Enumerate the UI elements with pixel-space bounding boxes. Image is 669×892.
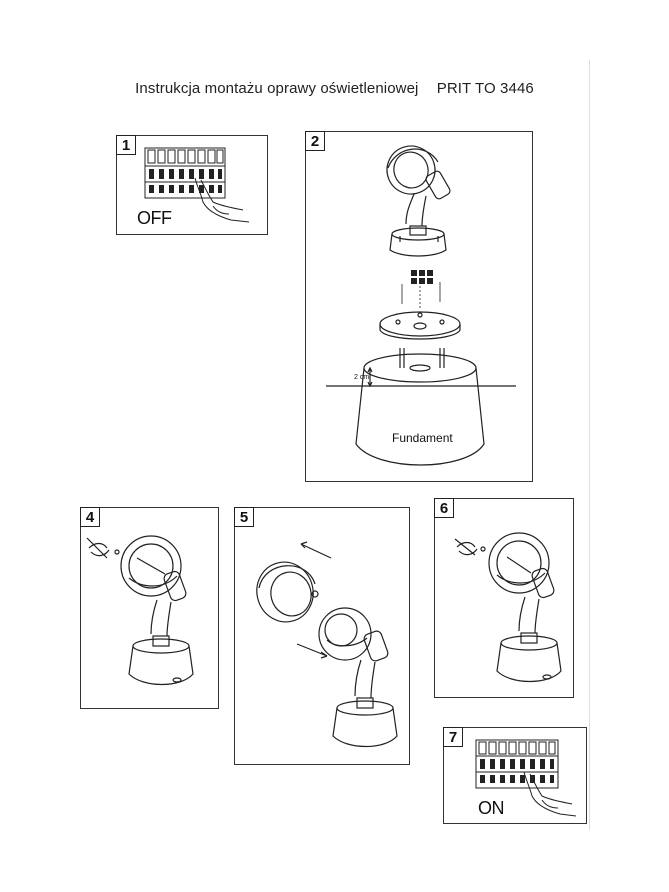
dimension-label: 2 cm	[354, 374, 370, 381]
screwdriver-icon	[86, 537, 120, 559]
terminal-block-icon	[411, 270, 433, 284]
title-text: Instrukcja montażu oprawy oświetleniowej	[135, 80, 419, 97]
foundation-icon	[326, 353, 516, 466]
step-number-1: 1	[116, 135, 136, 155]
panel-step-4: 4	[80, 507, 219, 709]
step-number-7: 7	[443, 727, 463, 747]
arrow-icon	[296, 643, 328, 659]
step-number-6: 6	[434, 498, 454, 518]
arrow-icon	[300, 541, 332, 559]
hand-icon	[194, 177, 250, 223]
off-label: OFF	[137, 208, 172, 228]
page-title: Instrukcja montażu oprawy oświetleniowej…	[0, 80, 669, 97]
panel-step-1: 1 OFF	[116, 135, 268, 235]
step-number-5: 5	[234, 507, 254, 527]
breaker-panel-icon	[475, 739, 577, 817]
hand-icon	[523, 771, 577, 817]
step-number-2: 2	[305, 131, 325, 151]
panel-step-6: 6	[434, 498, 574, 698]
breaker-panel-icon	[144, 147, 250, 223]
spotlight-icon	[256, 541, 398, 747]
on-label: ON	[478, 798, 505, 818]
product-code: PRIT TO 3446	[436, 80, 534, 97]
spotlight-icon	[326, 145, 516, 466]
screwdriver-icon	[454, 538, 486, 556]
page-edge-line	[589, 60, 590, 830]
spotlight-icon	[86, 535, 194, 685]
step-number-4: 4	[80, 507, 100, 527]
panel-step-7: 7 ON	[443, 727, 587, 824]
base-plate-icon	[379, 311, 461, 368]
panel-step-5: 5	[234, 507, 410, 765]
foundation-label: Fundament	[392, 431, 453, 445]
panel-step-2: 2	[305, 131, 533, 482]
spotlight-icon	[454, 532, 562, 682]
